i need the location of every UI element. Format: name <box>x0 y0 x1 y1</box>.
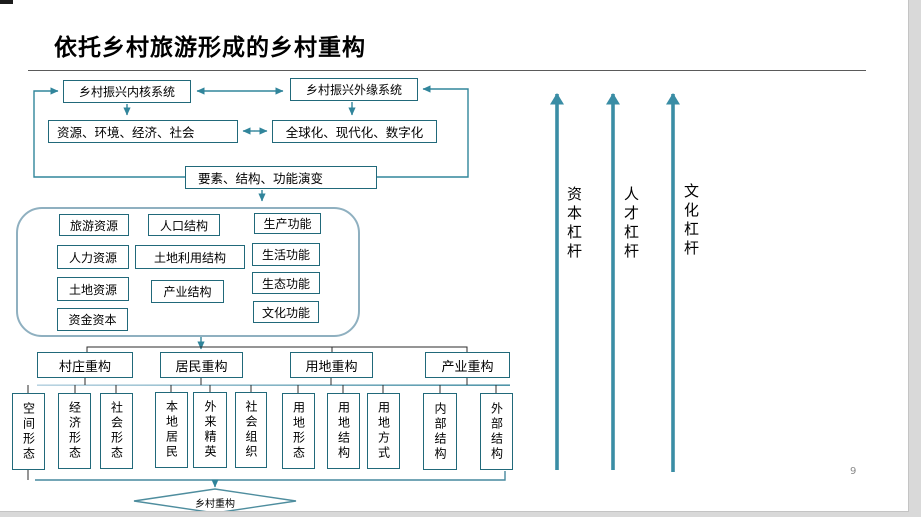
box-land-mode: 用地方式 <box>367 393 400 469</box>
arrow-feedback-right <box>377 85 469 178</box>
box-village-reconstruction: 村庄重构 <box>37 352 133 378</box>
box-outside-elites: 外来精英 <box>193 392 227 468</box>
page-number: 9 <box>850 466 857 477</box>
box-tourism-resources: 旅游资源 <box>59 214 129 236</box>
box-land-resources: 土地资源 <box>57 277 129 301</box>
box-local-residents: 本地居民 <box>155 392 188 468</box>
talent-lever-label: 人才杠杆 <box>622 186 640 262</box>
bus-stubs <box>27 378 497 393</box>
arrow-feedback-left <box>33 87 185 178</box>
box-living-function: 生活功能 <box>252 243 320 266</box>
box-social-organizations: 社会组织 <box>235 392 267 468</box>
box-spatial-form: 空间形态 <box>12 393 45 470</box>
box-core-system: 乡村振兴内核系统 <box>63 80 191 103</box>
box-land-structure: 用地结构 <box>327 393 360 469</box>
corner-mark <box>0 0 13 4</box>
label-land-mode: 用地方式 <box>376 401 391 461</box>
box-core-dims: 资源、环境、经济、社会 <box>48 120 238 143</box>
bus-reconstruction-top <box>86 346 468 352</box>
box-social-form: 社会形态 <box>100 393 133 469</box>
label-land-form: 用地形态 <box>291 401 306 461</box>
box-human-resources: 人力资源 <box>57 245 129 269</box>
box-evolution: 要素、结构、功能演变 <box>185 166 377 189</box>
window-gutter-bottom <box>0 511 909 517</box>
bus-bottom <box>35 471 506 481</box>
box-external-structure: 外部结构 <box>480 393 513 470</box>
box-resident-reconstruction: 居民重构 <box>160 352 243 378</box>
label-outside-elites: 外来精英 <box>203 400 217 460</box>
box-capital: 资金资本 <box>57 308 128 331</box>
label-social-organizations: 社会组织 <box>244 400 258 460</box>
elements-panel <box>16 207 360 337</box>
box-economic-form: 经济形态 <box>58 393 91 469</box>
culture-lever-label: 文化杠杆 <box>682 183 700 259</box>
result-diamond <box>133 488 297 514</box>
result-diamond-label: 乡村重构 <box>195 499 235 510</box>
label-spatial-form: 空间形态 <box>21 401 36 462</box>
box-outer-trends: 全球化、现代化、数字化 <box>272 120 437 143</box>
label-external-structure: 外部结构 <box>489 401 504 462</box>
capital-lever-label: 资本杠杆 <box>565 186 583 262</box>
box-industry-reconstruction: 产业重构 <box>425 352 510 378</box>
box-internal-structure: 内部结构 <box>423 393 457 470</box>
page-title: 依托乡村旅游形成的乡村重构 <box>54 35 366 61</box>
box-cultural-function: 文化功能 <box>253 301 319 323</box>
bus-detail <box>37 384 510 386</box>
box-land-form: 用地形态 <box>282 393 315 469</box>
box-production-function: 生产功能 <box>254 213 321 234</box>
label-local-residents: 本地居民 <box>164 400 179 460</box>
box-land-reconstruction: 用地重构 <box>290 352 373 378</box>
label-social-form: 社会形态 <box>109 401 124 461</box>
label-land-structure: 用地结构 <box>336 401 351 461</box>
label-internal-structure: 内部结构 <box>433 401 447 462</box>
window-gutter-right <box>908 0 921 517</box>
box-industry-structure: 产业结构 <box>151 280 224 303</box>
box-ecological-function: 生态功能 <box>252 272 320 294</box>
box-population-structure: 人口结构 <box>148 214 220 236</box>
box-landuse-structure: 土地利用结构 <box>135 245 245 269</box>
label-economic-form: 经济形态 <box>67 401 82 461</box>
box-outer-system: 乡村振兴外缘系统 <box>290 78 418 101</box>
title-divider <box>28 70 866 71</box>
